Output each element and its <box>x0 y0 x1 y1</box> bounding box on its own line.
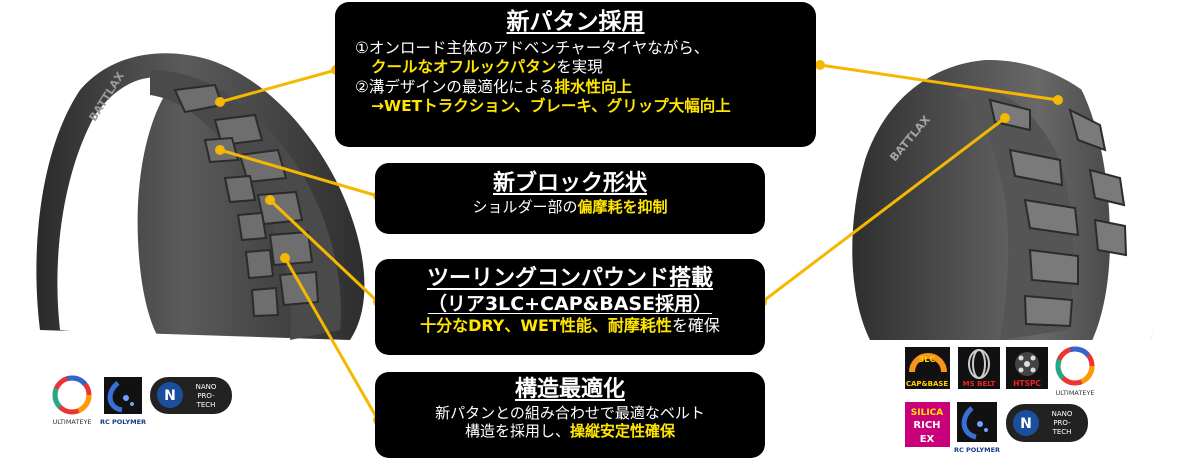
svg-text:3LC: 3LC <box>919 355 936 364</box>
block-line: ショルダー部の偏摩耗を抑制 <box>472 197 668 216</box>
pattern-line-2: クールなオフルックパタンを実現 <box>371 58 603 77</box>
rear-tire-image: BATTLAX <box>852 59 1165 345</box>
svg-text:MS BELT: MS BELT <box>963 380 996 388</box>
svg-text:ULTIMATEYE: ULTIMATEYE <box>1055 389 1094 397</box>
callout-new-block-shape: 新ブロック形状 ショルダー部の偏摩耗を抑制 <box>375 163 765 234</box>
svg-text:RICH: RICH <box>913 420 940 431</box>
structure-line-2: 構造を採用し、操縦安定性確保 <box>464 422 676 441</box>
callout-title-block: 新ブロック形状 <box>492 171 647 196</box>
leader-lines <box>219 63 1059 421</box>
nano-pro-tech-logo-rear: N NANO PRO- TECH <box>1006 404 1088 442</box>
compound-line: 十分なDRY、WET性能、耐摩耗性を確保 <box>420 316 720 336</box>
cap-base-logo: 3LC CAP&BASE <box>905 347 950 389</box>
svg-text:CAP&BASE: CAP&BASE <box>906 380 949 388</box>
front-tire-image: BATTLAX <box>36 53 365 341</box>
pattern-line-4: →WETトラクション、ブレーキ、グリップ大幅向上 <box>371 96 731 115</box>
callout-structure-optimization: 構造最適化 新パタンとの組み合わせで最適なベルト 構造を採用し、操縦安定性確保 <box>375 372 765 458</box>
svg-text:PRO-: PRO- <box>197 392 215 400</box>
svg-text:TECH: TECH <box>1052 428 1072 436</box>
rc-polymer-label-front: RC POLYMER <box>100 418 146 426</box>
pattern-line-3: ②溝デザインの最適化による排水性向上 <box>355 77 632 96</box>
rc-polymer-logo-rear: RC POLYMER <box>954 402 1000 454</box>
htspc-logo: HTSPC <box>1006 347 1048 389</box>
svg-text:RC POLYMER: RC POLYMER <box>954 446 1000 454</box>
nano-pro-tech-logo-front: N NANO PRO- TECH <box>150 377 232 414</box>
ms-belt-logo: MS BELT <box>958 347 1000 389</box>
silica-rich-ex-logo: SILICA RICH EX <box>905 402 950 447</box>
svg-text:N: N <box>164 388 176 404</box>
callout-title-new-pattern: 新パタン採用 <box>506 9 645 35</box>
rear-logos: 3LC CAP&BASE MS BELT HTSPC ULTIMATEYE <box>905 346 1095 454</box>
structure-line-1: 新パタンとの組み合わせで最適なベルト <box>435 403 705 422</box>
front-logos: ULTIMATEYE RC POLYMER N NANO PRO- TECH <box>52 375 232 426</box>
svg-text:EX: EX <box>920 434 935 445</box>
callout-title-structure: 構造最適化 <box>514 377 625 402</box>
ultimat-eye-logo-front: ULTIMATEYE <box>52 375 92 426</box>
svg-text:PRO-: PRO- <box>1053 419 1071 427</box>
ultimat-eye-logo-rear: ULTIMATEYE <box>1055 346 1095 397</box>
callout-subtitle-compound: （リア3LC+CAP&BASE採用） <box>427 292 713 315</box>
svg-text:NANO: NANO <box>1052 410 1073 418</box>
pattern-line-1: ①オンロード主体のアドベンチャータイヤながら、 <box>355 38 710 57</box>
callout-touring-compound: ツーリングコンパウンド搭載 （リア3LC+CAP&BASE採用） 十分なDRY、… <box>375 259 765 355</box>
svg-text:N: N <box>1020 416 1032 432</box>
svg-text:TECH: TECH <box>196 401 216 409</box>
callout-title-compound: ツーリングコンパウンド搭載 <box>426 266 713 291</box>
svg-text:NANO: NANO <box>196 383 217 391</box>
svg-text:HTSPC: HTSPC <box>1013 379 1041 388</box>
callout-new-pattern: 新パタン採用 ①オンロード主体のアドベンチャータイヤながら、 クールなオフルック… <box>335 2 816 147</box>
ultimat-eye-label-front: ULTIMATEYE <box>52 418 91 426</box>
rc-polymer-logo-front: RC POLYMER <box>100 377 146 426</box>
svg-text:SILICA: SILICA <box>911 408 944 418</box>
